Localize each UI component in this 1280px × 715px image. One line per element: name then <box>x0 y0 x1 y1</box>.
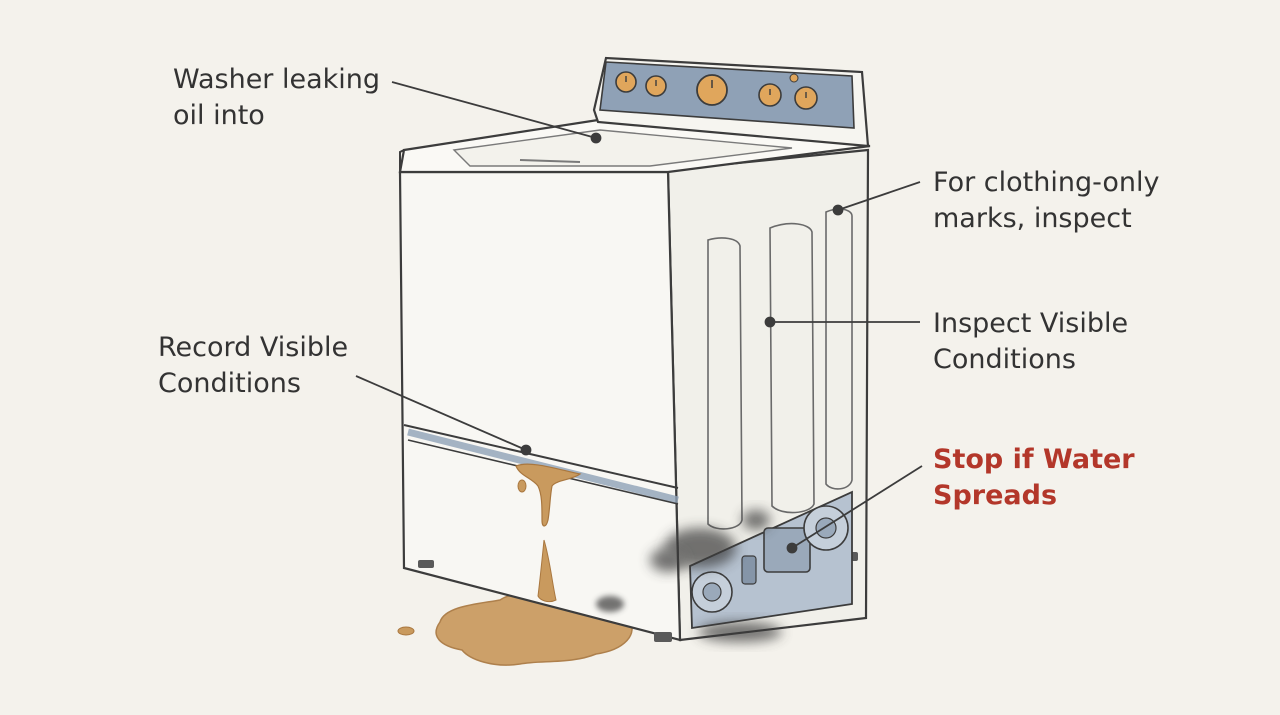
callout-line: Conditions <box>933 344 1076 375</box>
callout-line: oil into <box>173 100 265 131</box>
callout-line: Washer leaking <box>173 64 381 95</box>
grime-marks <box>596 510 782 642</box>
oil-drip <box>515 463 582 603</box>
callout-line: Stop if Water <box>933 444 1135 475</box>
pump-motor <box>689 490 853 630</box>
callout-line: For clothing-only <box>933 167 1160 198</box>
callout-stop-water-warning: Stop if Water Spreads <box>933 442 1135 514</box>
washer-lid <box>398 118 871 174</box>
control-knob-icon <box>615 71 818 110</box>
control-console <box>592 56 870 148</box>
callout-line: Record Visible <box>158 332 349 363</box>
callout-line: Conditions <box>158 368 301 399</box>
callout-line: Inspect Visible <box>933 308 1129 339</box>
callout-line: Spreads <box>933 480 1058 511</box>
callout-clothing-marks: For clothing-only marks, inspect <box>933 165 1159 237</box>
callout-leaders <box>355 81 923 554</box>
callout-record-visible: Record Visible Conditions <box>158 330 348 402</box>
callout-inspect-visible: Inspect Visible Conditions <box>933 306 1128 378</box>
callout-line: marks, inspect <box>933 203 1132 234</box>
callout-washer-leaking: Washer leaking oil into <box>173 62 380 134</box>
